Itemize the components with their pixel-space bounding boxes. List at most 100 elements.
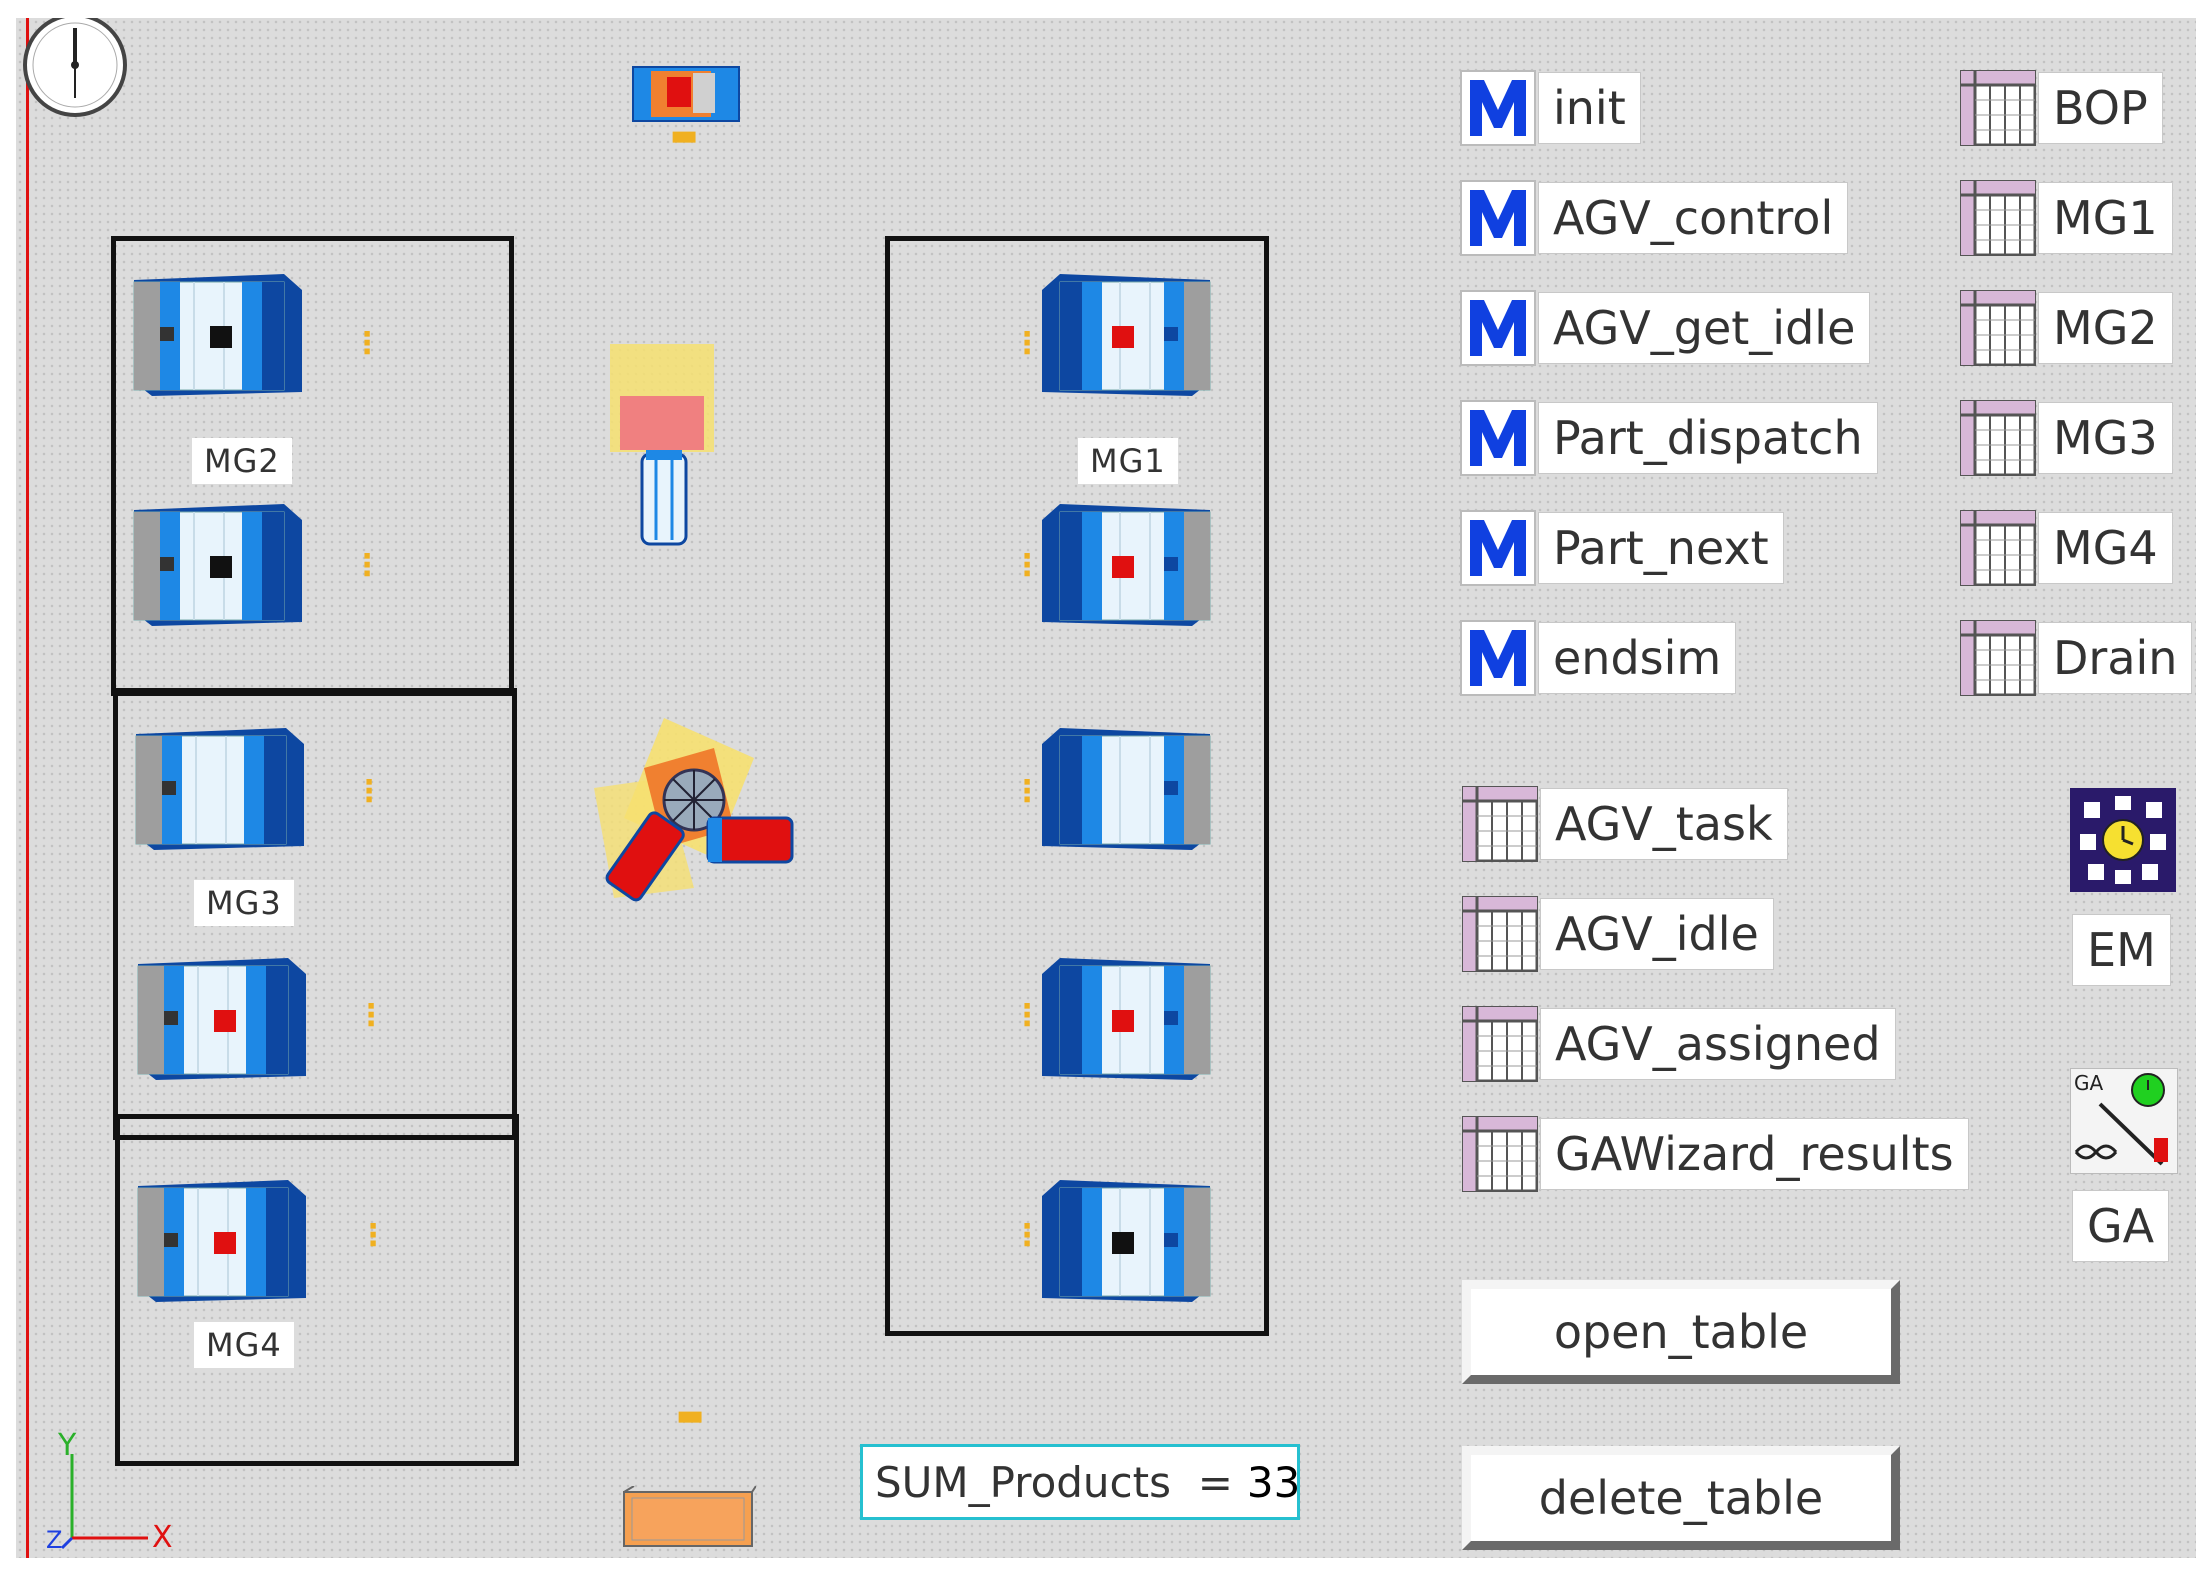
mg1-queue-5: ⋮ (1012, 1218, 1042, 1253)
table-label: AGV_task (1540, 788, 1788, 860)
table-mg4[interactable]: MG4 (1960, 510, 2173, 586)
method-part-dispatch[interactable]: Part_dispatch (1460, 400, 1878, 476)
table-label: AGV_assigned (1540, 1008, 1896, 1080)
axis-z-label: Z (46, 1526, 63, 1554)
mg1-machine-2[interactable] (1040, 502, 1220, 627)
table-icon (1960, 290, 2036, 366)
sum-products-display[interactable]: SUM_Products = 33 (860, 1444, 1300, 1520)
table-label: MG4 (2038, 512, 2173, 584)
sum-products-value: 33 (1246, 1457, 1301, 1507)
table-icon (1960, 620, 2036, 696)
mg1-queue-1: ⋮ (1012, 326, 1042, 361)
table-label: Drain (2038, 622, 2193, 694)
source-station-icon[interactable] (631, 63, 741, 125)
ga-icon-text: GA (2074, 1071, 2103, 1095)
table-icon (1960, 180, 2036, 256)
mg1-machine-5[interactable] (1040, 1178, 1220, 1303)
agv-parking-icon[interactable] (602, 340, 722, 560)
method-label: Part_dispatch (1538, 402, 1878, 474)
table-icon (1462, 1116, 1538, 1192)
table-agv-assigned[interactable]: AGV_assigned (1462, 1006, 1896, 1082)
method-icon (1460, 400, 1536, 476)
mg2-machine-2[interactable] (124, 502, 304, 627)
mg4-queue-1: ⋮ (358, 1218, 388, 1253)
mg3-queue-2: ⋮ (356, 998, 386, 1033)
table-mg2[interactable]: MG2 (1960, 290, 2173, 366)
method-icon (1460, 620, 1536, 696)
table-label: AGV_idle (1540, 898, 1774, 970)
table-icon (1462, 786, 1538, 862)
origin-axis-line (26, 18, 29, 1558)
table-drain[interactable]: Drain (1960, 620, 2193, 696)
source-queue-marker: ▬ (670, 118, 699, 153)
zone-mg3 (113, 688, 517, 1140)
axis-y-label: Y (58, 1428, 77, 1463)
table-icon (1960, 70, 2036, 146)
table-mg3[interactable]: MG3 (1960, 400, 2173, 476)
table-agv-task[interactable]: AGV_task (1462, 786, 1788, 862)
mg1-queue-3: ⋮ (1012, 774, 1042, 809)
delete-table-button[interactable]: delete_table (1462, 1446, 1900, 1550)
table-label: MG3 (2038, 402, 2173, 474)
method-label: endsim (1538, 622, 1737, 694)
delete-table-label: delete_table (1538, 1471, 1824, 1525)
table-icon (1462, 1006, 1538, 1082)
method-endsim[interactable]: endsim (1460, 620, 1737, 696)
zone-label-mg3: MG3 (194, 880, 294, 926)
sum-products-label: SUM_Products = (875, 1457, 1233, 1507)
mg3-machine-2[interactable] (128, 956, 308, 1081)
mg1-machine-3[interactable] (1040, 726, 1220, 851)
zone-label-mg4: MG4 (194, 1322, 294, 1368)
method-agv-get-idle[interactable]: AGV_get_idle (1460, 290, 1871, 366)
method-part-next[interactable]: Part_next (1460, 510, 1784, 586)
ga-wizard-icon[interactable]: GA (2070, 1068, 2178, 1174)
mg3-queue-1: ⋮ (354, 774, 384, 809)
table-label: MG1 (2038, 182, 2173, 254)
table-mg1[interactable]: MG1 (1960, 180, 2173, 256)
table-label: BOP (2038, 72, 2163, 144)
open-table-label: open_table (1553, 1305, 1809, 1359)
method-init[interactable]: init (1460, 70, 1641, 146)
method-label: AGV_get_idle (1538, 292, 1871, 364)
table-icon (1960, 510, 2036, 586)
mg2-queue-1: ⋮ (352, 326, 382, 361)
table-icon (1960, 400, 2036, 476)
mg2-queue-2: ⋮ (352, 548, 382, 583)
method-icon (1460, 180, 1536, 256)
method-label: init (1538, 72, 1641, 144)
agv-turntable-icon[interactable] (584, 708, 804, 928)
axis-indicator-icon (60, 1454, 148, 1550)
zone-mg1 (885, 236, 1269, 1336)
mg1-machine-4[interactable] (1040, 956, 1220, 1081)
drain-station-icon[interactable] (620, 1486, 756, 1552)
table-bop[interactable]: BOP (1960, 70, 2163, 146)
drain-queue-marker: ▬ (676, 1398, 705, 1433)
mg1-machine-1[interactable] (1040, 272, 1220, 397)
zone-label-mg1: MG1 (1078, 438, 1178, 484)
open-table-button[interactable]: open_table (1462, 1280, 1900, 1384)
simulation-canvas[interactable]: ▬ ⋮ MG2 ⋮ ⋮ MG3 ⋮ ⋮ MG4 ⋮ MG1 ⋮ ⋮ ⋮ ⋮ (16, 18, 2196, 1558)
zone-label-mg2: MG2 (192, 438, 292, 484)
axis-x-label: X (152, 1520, 173, 1555)
mg2-machine-1[interactable] (124, 272, 304, 397)
table-gawizard-results[interactable]: GAWizard_results (1462, 1116, 1969, 1192)
mg4-machine-1[interactable] (128, 1178, 308, 1303)
event-manager-icon[interactable] (2070, 788, 2176, 892)
method-icon (1460, 70, 1536, 146)
method-agv-control[interactable]: AGV_control (1460, 180, 1849, 256)
mg3-machine-1[interactable] (126, 726, 306, 851)
method-icon (1460, 510, 1536, 586)
table-icon (1462, 896, 1538, 972)
method-label: AGV_control (1538, 182, 1849, 254)
ga-label: GA (2072, 1190, 2170, 1262)
clock-icon[interactable] (20, 18, 130, 120)
table-agv-idle[interactable]: AGV_idle (1462, 896, 1774, 972)
method-label: Part_next (1538, 512, 1784, 584)
zone-mg2 (111, 236, 514, 696)
zone-mg4 (115, 1114, 519, 1466)
method-icon (1460, 290, 1536, 366)
table-label: GAWizard_results (1540, 1118, 1969, 1190)
mg1-queue-4: ⋮ (1012, 998, 1042, 1033)
mg1-queue-2: ⋮ (1012, 548, 1042, 583)
table-label: MG2 (2038, 292, 2173, 364)
